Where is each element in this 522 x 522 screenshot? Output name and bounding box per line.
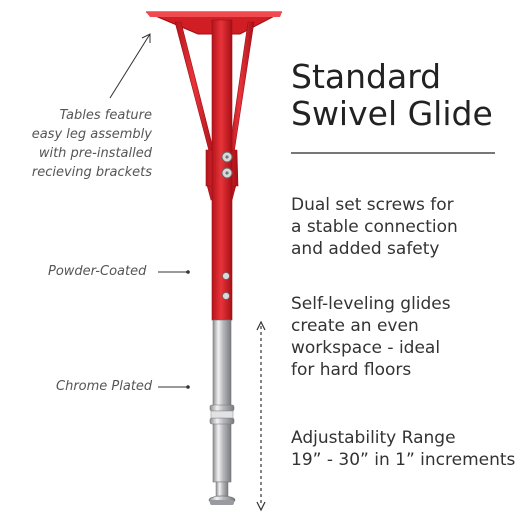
chrome-extension bbox=[209, 319, 235, 483]
bracket-callout-arrow bbox=[109, 33, 151, 99]
assembly-note: Tables feature easy leg assembly with pr… bbox=[18, 106, 152, 182]
powder-coated-label: Powder-Coated bbox=[48, 264, 147, 279]
feature-self-leveling: Self-leveling glides create an even work… bbox=[291, 293, 516, 381]
feature-line: and added safety bbox=[291, 239, 440, 259]
swivel-glide-foot bbox=[208, 481, 236, 505]
feature-line: Self-leveling glides bbox=[291, 294, 451, 314]
feature-line: create an even bbox=[291, 316, 419, 336]
feature-line: workspace - ideal bbox=[291, 338, 441, 358]
feature-line: 19” - 30” in 1” increments bbox=[291, 450, 516, 470]
feature-line: a stable connection bbox=[291, 217, 458, 237]
assembly-note-line: easy leg assembly bbox=[31, 127, 152, 142]
assembly-note-line: Tables feature bbox=[59, 108, 152, 123]
assembly-note-line: recieving brackets bbox=[31, 165, 152, 180]
title-line-2: Swivel Glide bbox=[291, 94, 493, 133]
adjustability-range-arrow bbox=[256, 320, 266, 512]
feature-line: for hard floors bbox=[291, 360, 412, 380]
feature-adjustability: Adjustability Range 19” - 30” in 1” incr… bbox=[291, 427, 516, 471]
set-screws bbox=[221, 151, 233, 300]
feature-line: Adjustability Range bbox=[291, 428, 456, 448]
feature-set-screws: Dual set screws for a stable connection … bbox=[291, 194, 516, 260]
assembly-note-line: with pre-installed bbox=[38, 146, 152, 161]
callout-lines bbox=[158, 270, 190, 389]
title-divider bbox=[291, 152, 495, 154]
feature-line: Dual set screws for bbox=[291, 195, 454, 215]
product-title: Standard Swivel Glide bbox=[291, 58, 516, 132]
chrome-plated-label: Chrome Plated bbox=[56, 379, 153, 394]
title-line-1: Standard bbox=[291, 57, 442, 96]
